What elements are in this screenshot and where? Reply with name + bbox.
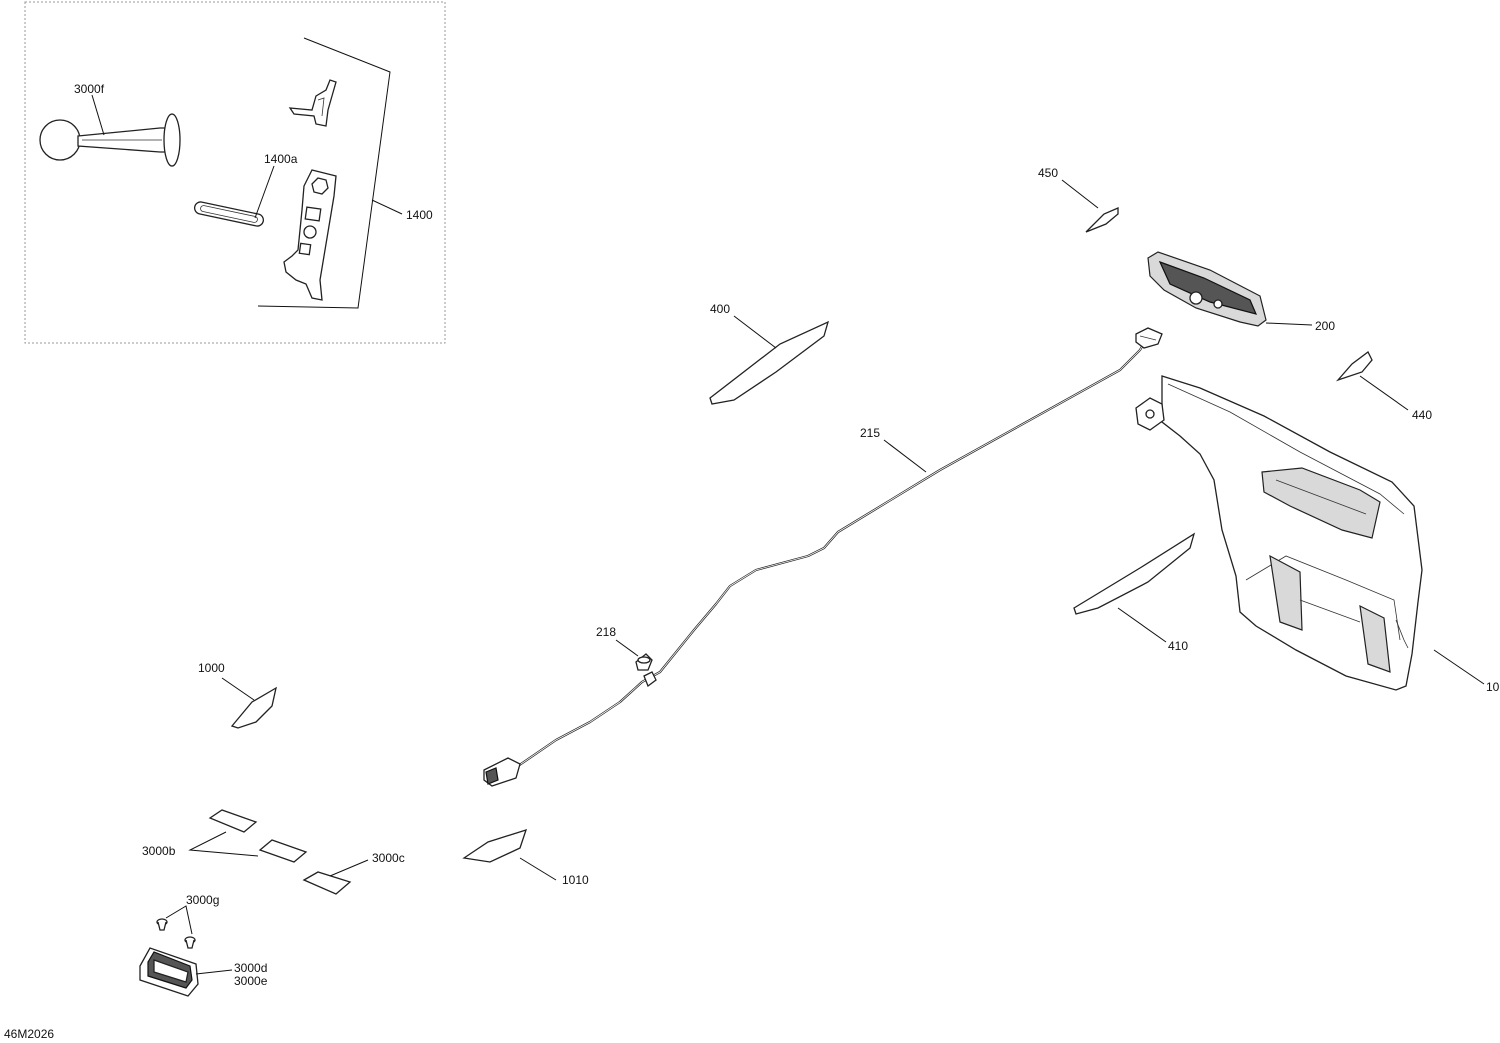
strap-leader — [254, 165, 275, 219]
leader-10 — [1433, 649, 1485, 685]
label-1000: 1000 — [198, 661, 225, 675]
part-1010[interactable] — [462, 828, 528, 863]
part-218-clip[interactable] — [635, 653, 653, 671]
horn-label: 3000f — [74, 82, 105, 96]
kit-bracket-part[interactable] — [288, 79, 337, 127]
part-450[interactable] — [1085, 207, 1119, 233]
tool-kit-inset: 3000f 1400a 1400 — [24, 1, 446, 344]
label-200: 200 — [1315, 319, 1335, 333]
part-3000b-pads[interactable] — [208, 809, 308, 863]
part-410[interactable] — [1073, 532, 1196, 615]
part-3000c-pad[interactable] — [302, 871, 352, 895]
part-200-tail-light[interactable] — [1147, 251, 1267, 327]
part-3000g-screws[interactable] — [156, 918, 196, 949]
label-410: 410 — [1168, 639, 1188, 653]
label-1010: 1010 — [562, 873, 589, 887]
part-215-harness[interactable] — [483, 327, 1163, 787]
kit-group-bracket — [257, 37, 391, 309]
leader-3000c — [329, 859, 369, 877]
part-400[interactable] — [709, 320, 830, 405]
leader-410 — [1117, 607, 1167, 643]
leader-3000d — [195, 969, 233, 975]
leader-450 — [1061, 179, 1099, 209]
kit-inset-border — [24, 1, 446, 344]
leader-218 — [615, 639, 639, 657]
leader-200 — [1265, 322, 1313, 326]
label-3000g: 3000g — [186, 893, 219, 907]
strap-part[interactable] — [193, 201, 265, 227]
leader-3000g — [165, 905, 193, 935]
part-3000d-bezel[interactable] — [139, 947, 199, 997]
leader-1010 — [519, 857, 557, 881]
label-450: 450 — [1038, 166, 1058, 180]
label-10: 10 — [1486, 680, 1500, 694]
label-3000b: 3000b — [142, 844, 176, 858]
label-3000e: 3000e — [234, 974, 268, 988]
drawing-id: 46M2026 — [4, 1027, 54, 1041]
strap-label: 1400a — [264, 152, 298, 166]
kit-label: 1400 — [406, 208, 433, 222]
label-215: 215 — [860, 426, 880, 440]
label-3000d: 3000d — [234, 961, 267, 975]
leader-3000b — [188, 831, 259, 857]
label-3000c: 3000c — [372, 851, 405, 865]
wrench-part[interactable] — [283, 169, 337, 301]
leader-400 — [733, 315, 777, 349]
leader-215 — [883, 439, 927, 473]
horn-leader — [91, 94, 105, 136]
leader-440 — [1359, 375, 1409, 411]
part-1000[interactable] — [230, 686, 277, 729]
part-10-rear-panel[interactable] — [1135, 375, 1423, 691]
label-440: 440 — [1412, 408, 1432, 422]
label-400: 400 — [710, 302, 730, 316]
kit-leader — [371, 199, 403, 215]
label-218: 218 — [596, 625, 616, 639]
horn-part[interactable] — [39, 113, 181, 167]
part-440[interactable] — [1335, 351, 1373, 382]
leader-1000 — [221, 677, 255, 701]
